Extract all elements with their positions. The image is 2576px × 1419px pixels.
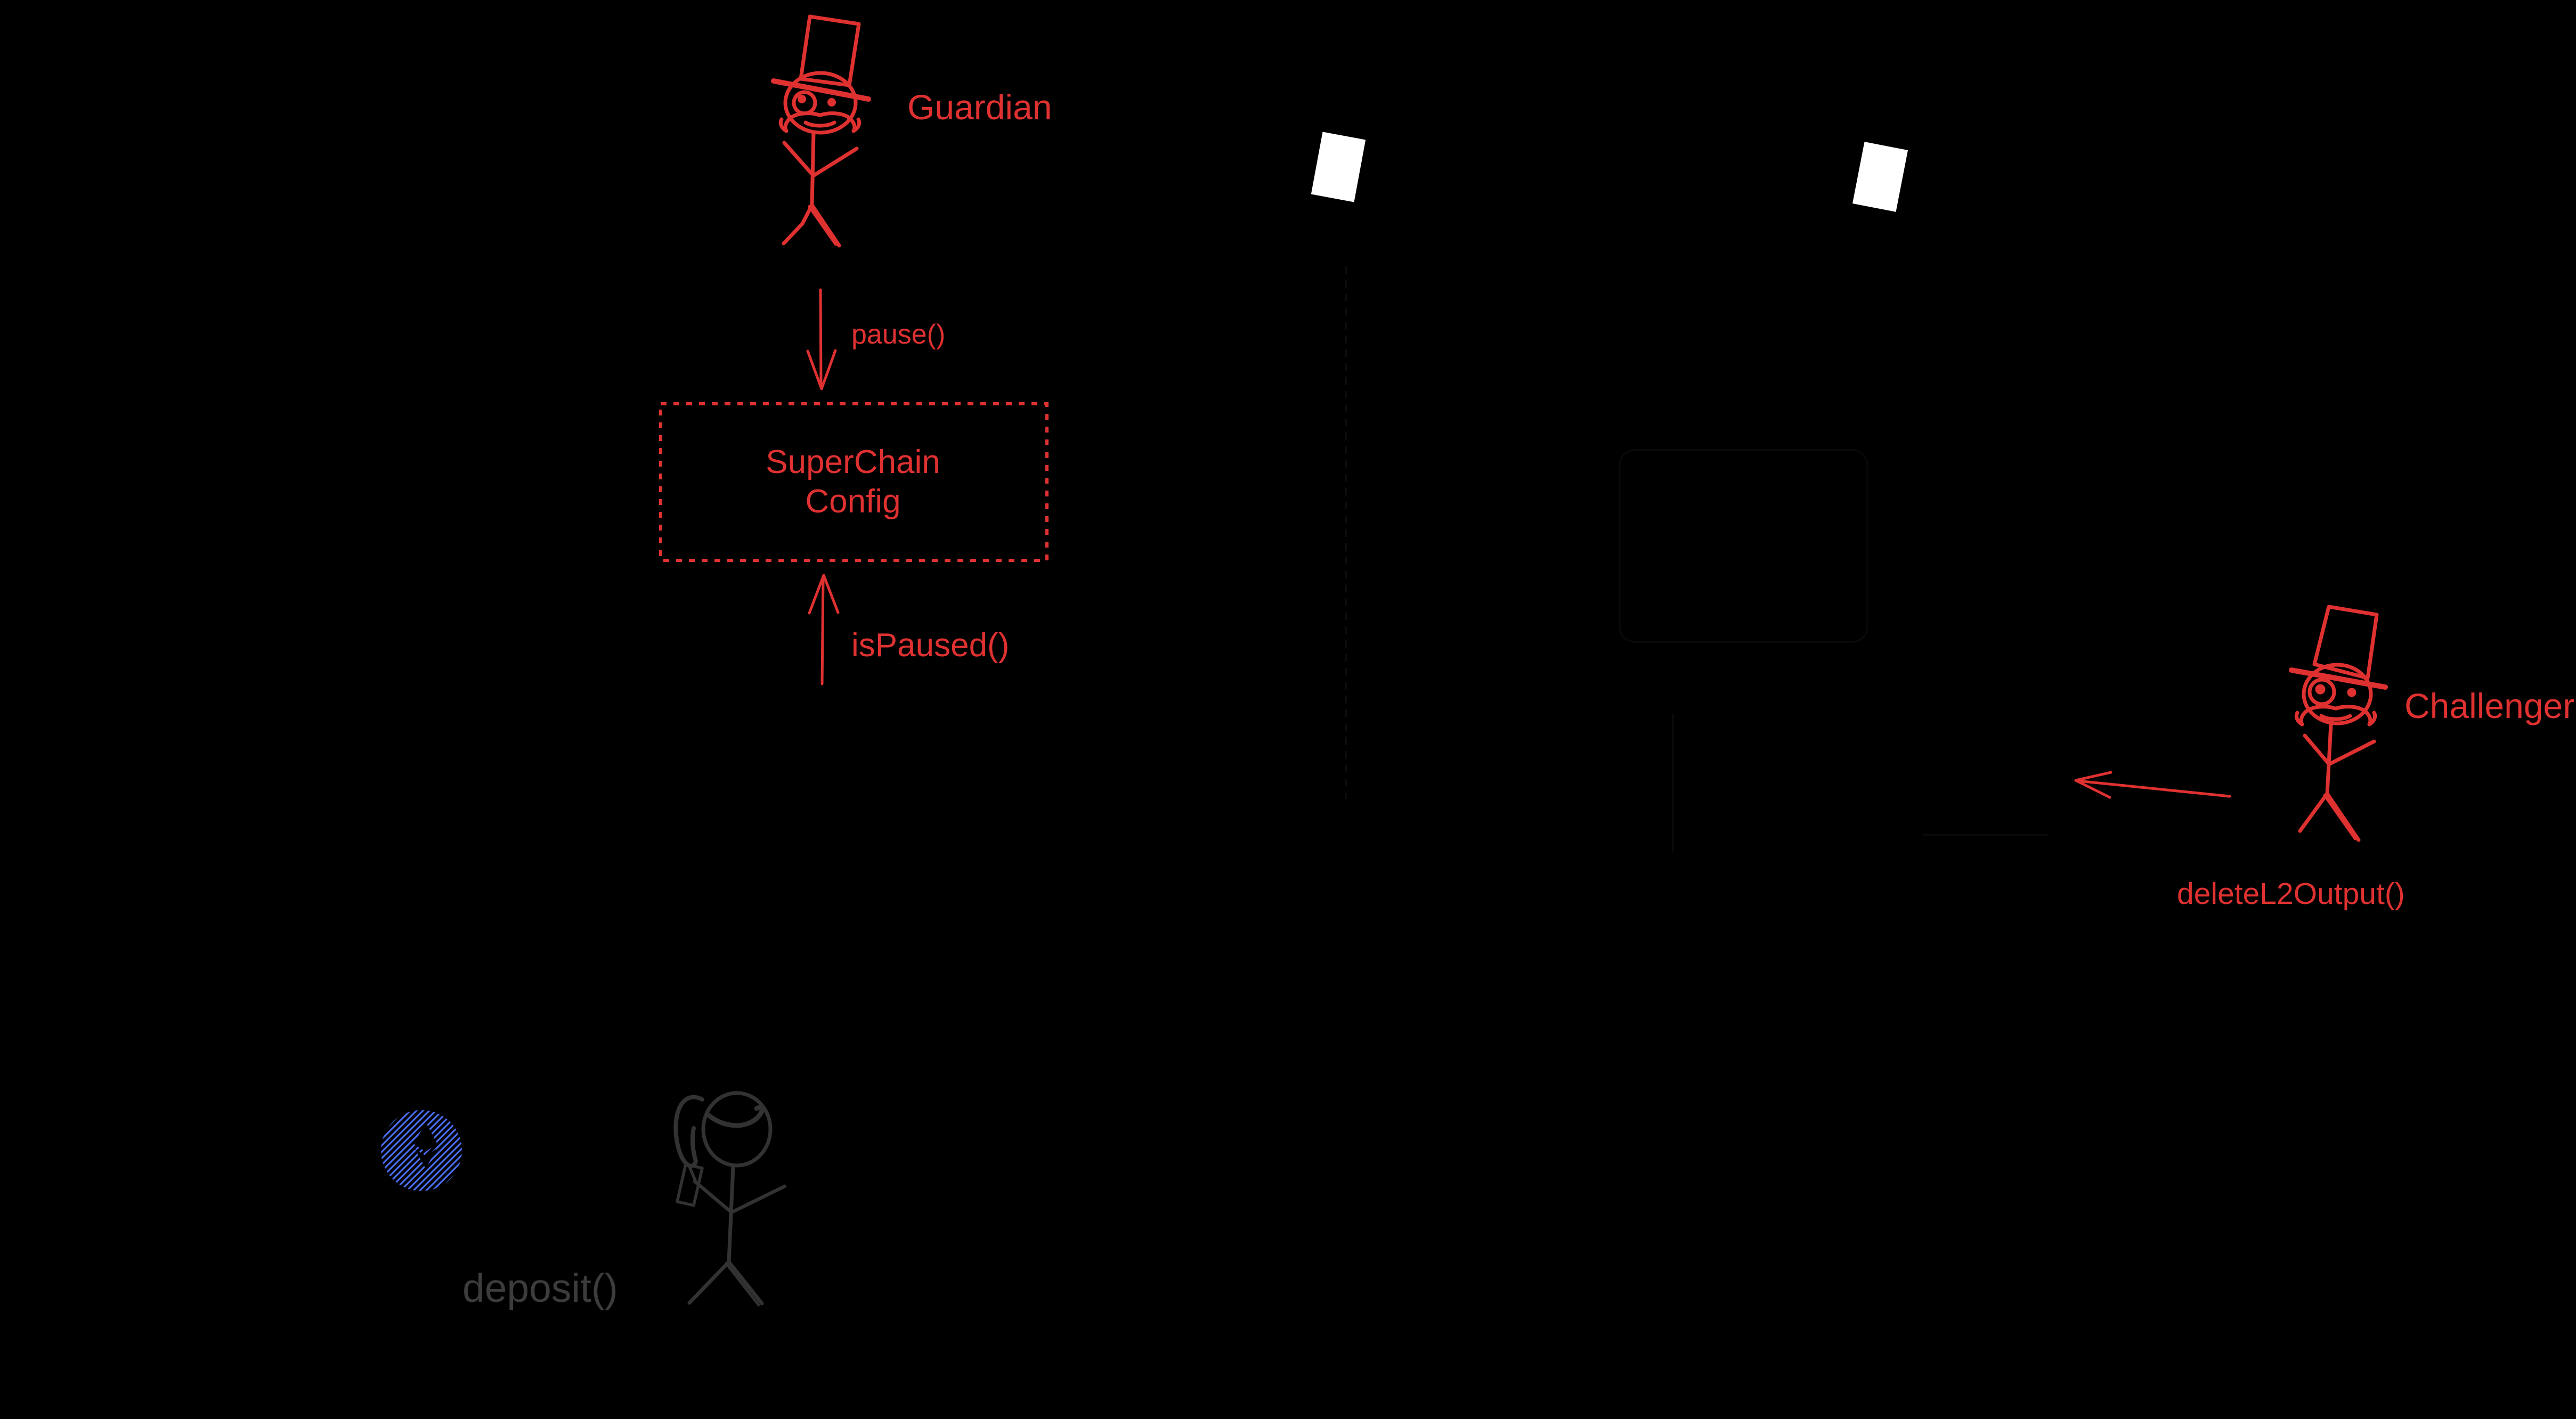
svg-text:Guardian: Guardian	[907, 87, 1052, 127]
svg-text:isPaused(): isPaused()	[851, 627, 1009, 664]
svg-text:deleteL2Output(): deleteL2Output()	[2177, 877, 2405, 911]
svg-text:Challenger: Challenger	[2404, 686, 2574, 725]
svg-text:pause(): pause()	[851, 319, 945, 350]
svg-text:SuperChain: SuperChain	[766, 444, 940, 480]
svg-text:deposit(): deposit()	[462, 1266, 618, 1310]
svg-text:Config: Config	[805, 483, 900, 520]
